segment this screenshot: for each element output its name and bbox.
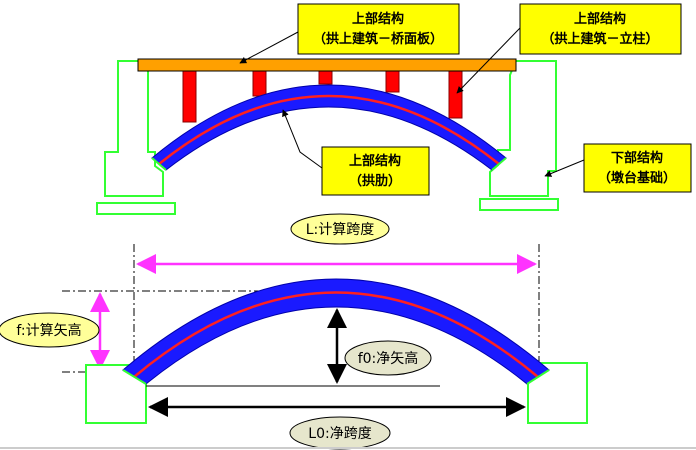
bottom-diagram: L:计算跨度 f:计算矢高 f0:净矢高 L0:净跨 xyxy=(0,213,588,450)
right-abutment xyxy=(489,60,557,197)
callout-column-sub: （拱上建筑－立柱） xyxy=(541,31,658,47)
bridge-deck xyxy=(137,58,517,72)
rise-label: f:计算矢高 xyxy=(16,322,81,339)
callout-abutment: 下部结构 （墩台基础） xyxy=(544,143,692,193)
callout-abutment-title: 下部结构 xyxy=(611,150,663,166)
span-label-bubble xyxy=(290,213,390,245)
callout-column-title: 上部结构 xyxy=(574,11,626,27)
callout-deck-title: 上部结构 xyxy=(352,11,404,27)
callout-rib-sub: （拱肋） xyxy=(349,173,401,189)
callout-deck: 上部结构 （拱上建筑－桥面板） xyxy=(239,3,460,64)
left-footing xyxy=(96,202,176,215)
callout-rib: 上部结构 （拱肋） xyxy=(282,109,430,196)
span-label: L:计算跨度 xyxy=(306,222,375,238)
callout-deck-sub: （拱上建筑－桥面板） xyxy=(313,31,443,47)
column-4 xyxy=(385,69,400,93)
net-rise-label-bubble xyxy=(344,340,432,376)
net-span-label: L0:净跨度 xyxy=(308,426,371,442)
arch-rib-top-centerline xyxy=(158,94,500,165)
right-footing xyxy=(479,198,559,211)
top-bridge xyxy=(96,58,559,215)
callout-abutment-sub: （墩台基础） xyxy=(598,170,676,186)
column-3 xyxy=(318,69,333,85)
net-rise-label: f0:净矢高 xyxy=(358,350,419,367)
column-5 xyxy=(448,69,463,119)
rise-label-bubble xyxy=(0,312,100,348)
arch-rib-bottom-centerline xyxy=(133,291,539,378)
column-1 xyxy=(182,69,197,123)
callout-column: 上部结构 （拱上建筑－立柱） xyxy=(456,3,682,94)
callout-rib-title: 上部结构 xyxy=(349,153,401,169)
left-support xyxy=(85,364,147,424)
column-2 xyxy=(252,69,267,97)
left-abutment xyxy=(104,60,164,197)
